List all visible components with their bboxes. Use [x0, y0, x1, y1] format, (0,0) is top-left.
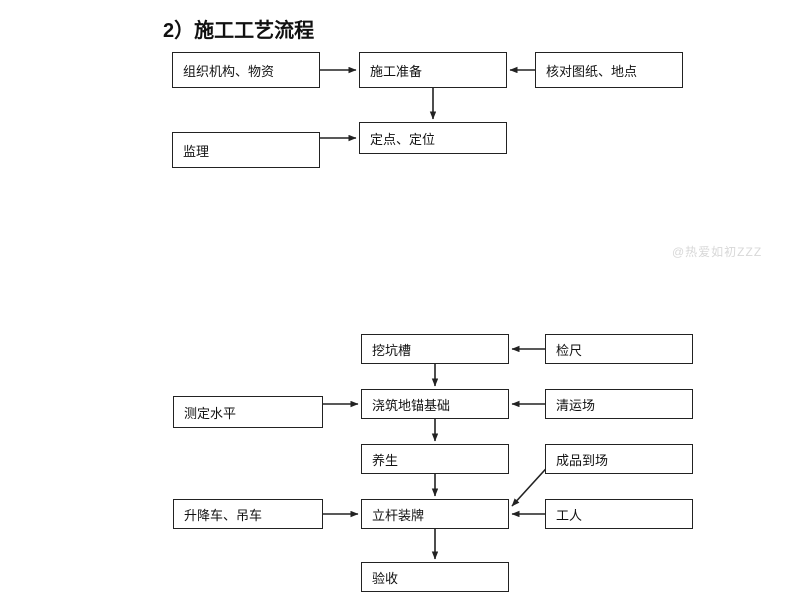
node-product-arrival-label: 成品到场 — [556, 452, 609, 468]
node-locate-label: 定点、定位 — [370, 131, 436, 147]
node-dig-label: 挖坑槽 — [372, 342, 412, 358]
node-lift-crane[interactable]: 升降车、吊车 — [173, 499, 323, 529]
node-clear-site-label: 清运场 — [556, 397, 596, 413]
node-cure[interactable]: 养生 — [361, 444, 509, 474]
node-anchor-foundation-label: 浇筑地锚基础 — [372, 397, 451, 413]
node-dig[interactable]: 挖坑槽 — [361, 334, 509, 364]
node-supervise-label: 监理 — [183, 143, 210, 159]
watermark: @热爱如初ZZZ — [672, 245, 763, 259]
node-anchor-foundation[interactable]: 浇筑地锚基础 — [361, 389, 509, 419]
node-check-drawing[interactable]: 核对图纸、地点 — [535, 52, 683, 88]
node-locate[interactable]: 定点、定位 — [359, 122, 507, 154]
node-supervise[interactable]: 监理 — [172, 132, 320, 168]
node-worker-label: 工人 — [556, 507, 583, 523]
node-prep-label: 施工准备 — [370, 63, 423, 79]
node-pole-sign[interactable]: 立杆装牌 — [361, 499, 509, 529]
node-pole-sign-label: 立杆装牌 — [372, 507, 425, 523]
node-cure-label: 养生 — [372, 452, 399, 468]
node-ruler[interactable]: 检尺 — [545, 334, 693, 364]
node-acceptance[interactable]: 验收 — [361, 562, 509, 592]
node-lift-crane-label: 升降车、吊车 — [184, 507, 263, 523]
node-worker[interactable]: 工人 — [545, 499, 693, 529]
node-acceptance-label: 验收 — [372, 570, 399, 586]
node-org[interactable]: 组织机构、物资 — [172, 52, 320, 88]
node-ruler-label: 检尺 — [556, 342, 583, 358]
node-product-arrival[interactable]: 成品到场 — [545, 444, 693, 474]
node-clear-site[interactable]: 清运场 — [545, 389, 693, 419]
page-title: 2）施工工艺流程 — [163, 20, 315, 42]
node-level[interactable]: 测定水平 — [173, 396, 323, 428]
node-check-drawing-label: 核对图纸、地点 — [546, 63, 638, 79]
node-org-label: 组织机构、物资 — [183, 63, 275, 79]
node-level-label: 测定水平 — [184, 405, 237, 421]
node-prep[interactable]: 施工准备 — [359, 52, 507, 88]
